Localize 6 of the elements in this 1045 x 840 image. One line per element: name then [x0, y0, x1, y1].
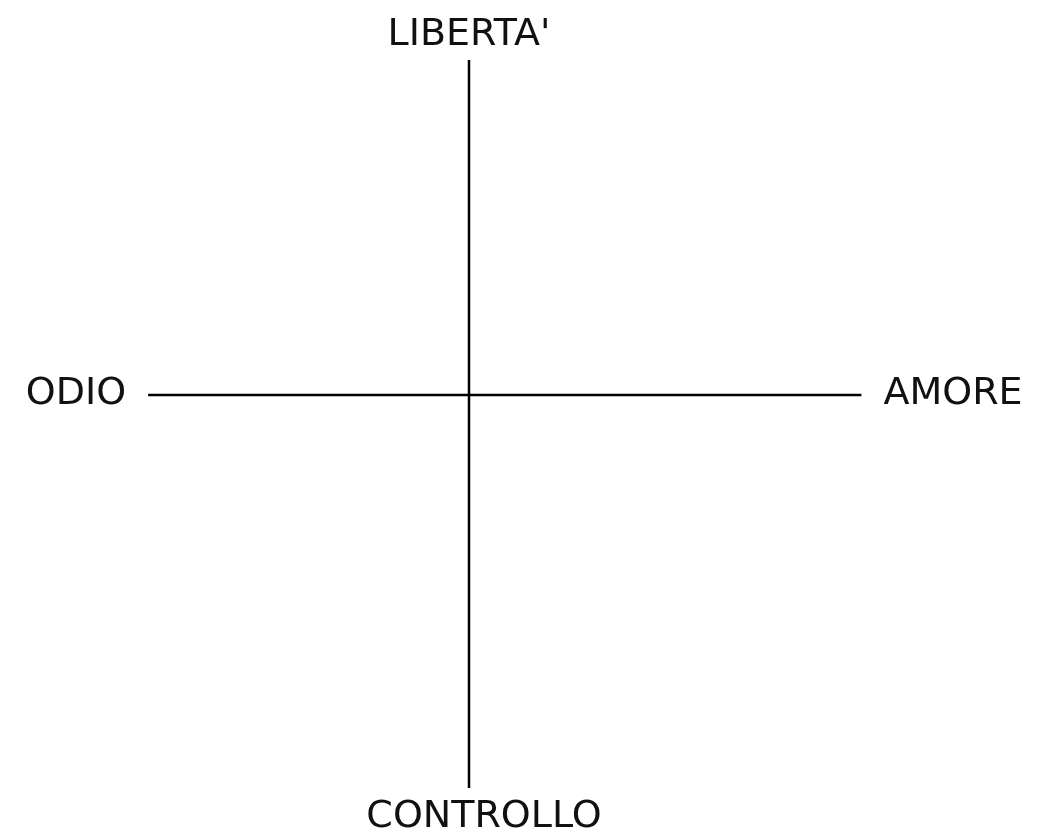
axis-line — [467, 59, 471, 789]
axis-label: ODIO — [25, 371, 127, 413]
axis-line — [148, 393, 862, 397]
axis-label: CONTROLLO — [366, 794, 602, 836]
axis-label: LIBERTA' — [387, 12, 551, 54]
axis-label: AMORE — [883, 371, 1023, 413]
